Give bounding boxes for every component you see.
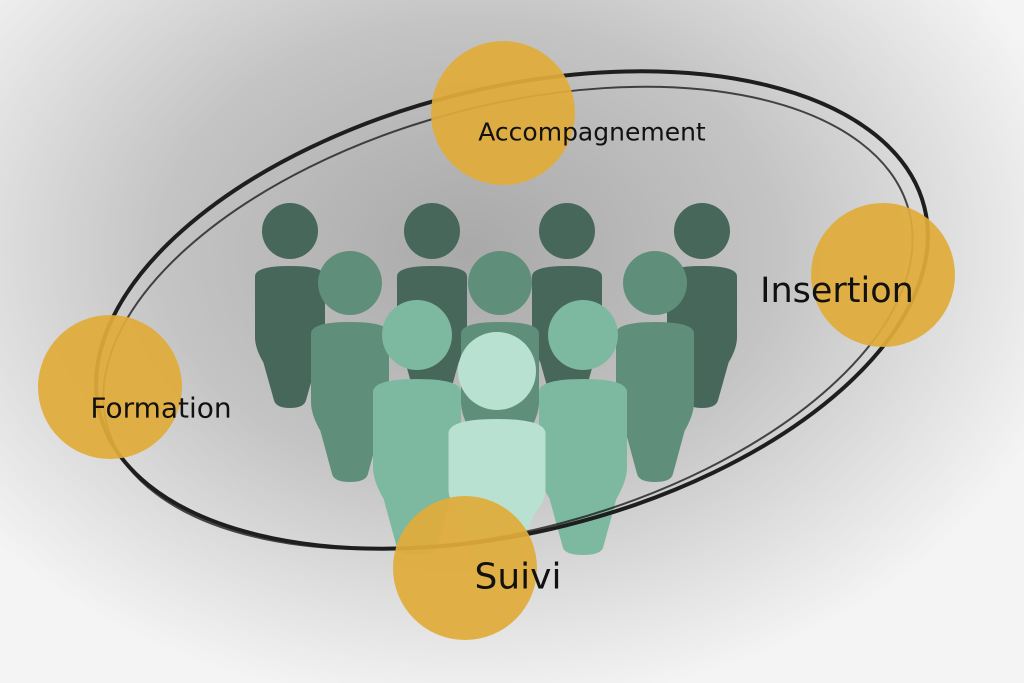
person-middle-row bbox=[311, 251, 389, 482]
label-formation: Formation bbox=[90, 391, 232, 425]
person-body bbox=[311, 322, 389, 482]
label-accompagnement: Accompagnement bbox=[478, 117, 706, 147]
person-head bbox=[404, 203, 460, 259]
label-suivi: Suivi bbox=[474, 556, 562, 598]
person-head bbox=[382, 300, 452, 370]
person-head bbox=[548, 300, 618, 370]
person-head bbox=[674, 203, 730, 259]
person-head bbox=[262, 203, 318, 259]
circle-formation bbox=[38, 315, 182, 459]
circle-accompagnement bbox=[431, 41, 575, 185]
circle-suivi bbox=[393, 496, 537, 640]
person-head bbox=[318, 251, 382, 315]
person-head bbox=[539, 203, 595, 259]
person-body bbox=[255, 266, 325, 408]
person-back-row bbox=[255, 203, 325, 408]
people-group bbox=[255, 203, 737, 560]
person-head bbox=[458, 332, 536, 410]
person-head bbox=[468, 251, 532, 315]
label-insertion: Insertion bbox=[760, 271, 914, 311]
topic-circles bbox=[38, 41, 955, 640]
person-head bbox=[623, 251, 687, 315]
person-middle-row bbox=[616, 251, 694, 482]
person-body bbox=[616, 322, 694, 482]
circle-insertion bbox=[811, 203, 955, 347]
